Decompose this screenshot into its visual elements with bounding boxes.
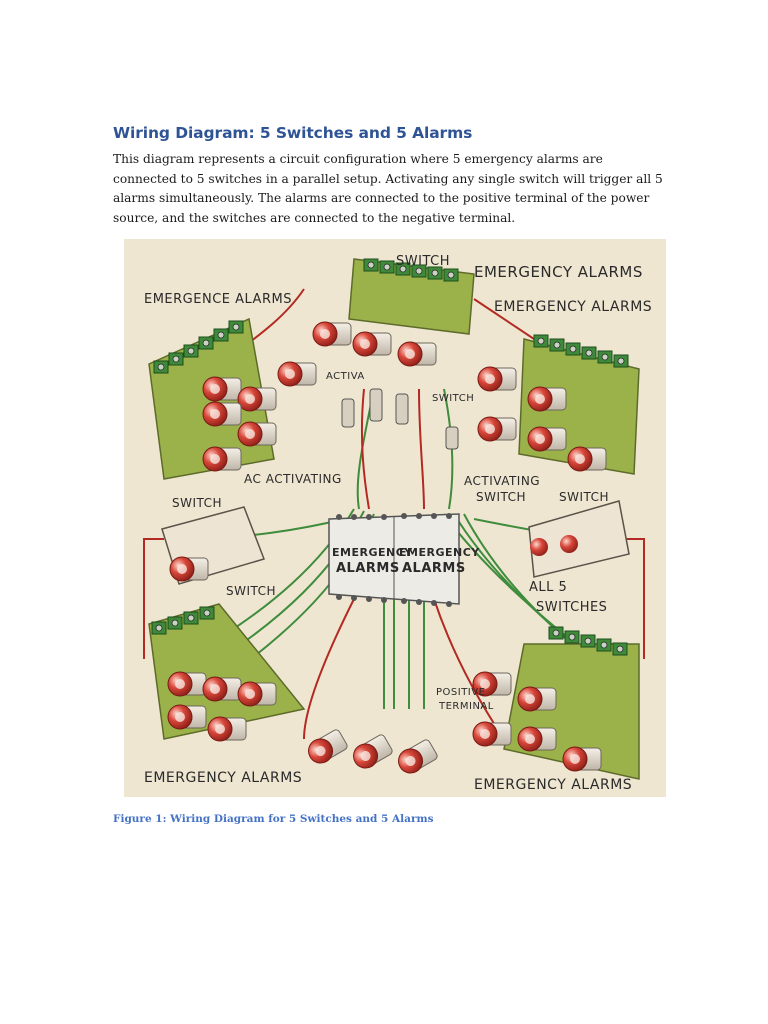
label-center-left-1: EMERGENCY bbox=[332, 546, 413, 559]
label-center-right-2: ALARMS bbox=[402, 561, 466, 576]
label-activa: ACTIVA bbox=[326, 371, 365, 382]
central-module bbox=[328, 513, 460, 607]
board-top bbox=[277, 258, 475, 387]
label-emergency-alarms-bottom-right: EMERGENCY ALARMS bbox=[474, 777, 632, 793]
board-top-right bbox=[477, 334, 640, 475]
label-center-right-1: EMERGENCY bbox=[399, 546, 480, 559]
document-heading: Wiring Diagram: 5 Switches and 5 Alarms bbox=[113, 124, 473, 142]
switch-box-right bbox=[528, 500, 630, 578]
board-bottom-left bbox=[148, 603, 306, 742]
board-top-left bbox=[148, 317, 277, 480]
label-all-5: ALL 5 bbox=[529, 580, 567, 595]
label-emergency-alarms-top-right: EMERGENCY ALARMS bbox=[474, 263, 643, 281]
wiring-diagram-image: SWITCH EMERGENCY ALARMS EMERGENCE ALARMS… bbox=[124, 239, 666, 797]
label-activating-switch: SWITCH bbox=[476, 490, 526, 504]
label-switch-top: SWITCH bbox=[396, 254, 450, 269]
label-activating: ACTIVATING bbox=[464, 474, 540, 488]
label-switch-mid: SWITCH bbox=[432, 393, 474, 404]
label-emergence-alarms-left: EMERGENCE ALARMS bbox=[144, 292, 292, 307]
board-bottom-right bbox=[472, 626, 640, 780]
label-ac-activating: AC ACTIVATING bbox=[244, 472, 342, 486]
label-terminal: TERMINAL bbox=[438, 701, 494, 712]
label-positive: POSITIVE bbox=[436, 687, 485, 698]
document-paragraph: This diagram represents a circuit config… bbox=[113, 152, 663, 225]
label-switch-right: SWITCH bbox=[559, 490, 609, 504]
label-switch-lower-left: SWITCH bbox=[226, 584, 276, 598]
toggle-switches bbox=[341, 388, 459, 450]
switch-box-left bbox=[161, 506, 265, 585]
label-center-left-2: ALARMS bbox=[336, 561, 400, 576]
label-switch-left: SWITCH bbox=[172, 496, 222, 510]
label-emergency-alarms-right: EMERGENCY ALARMS bbox=[494, 299, 652, 315]
label-switches: SWITCHES bbox=[536, 600, 607, 615]
bottom-alarms bbox=[303, 727, 440, 778]
figure-caption: Figure 1: Wiring Diagram for 5 Switches … bbox=[113, 813, 434, 825]
label-emergency-alarms-bottom-left: EMERGENCY ALARMS bbox=[144, 770, 302, 786]
